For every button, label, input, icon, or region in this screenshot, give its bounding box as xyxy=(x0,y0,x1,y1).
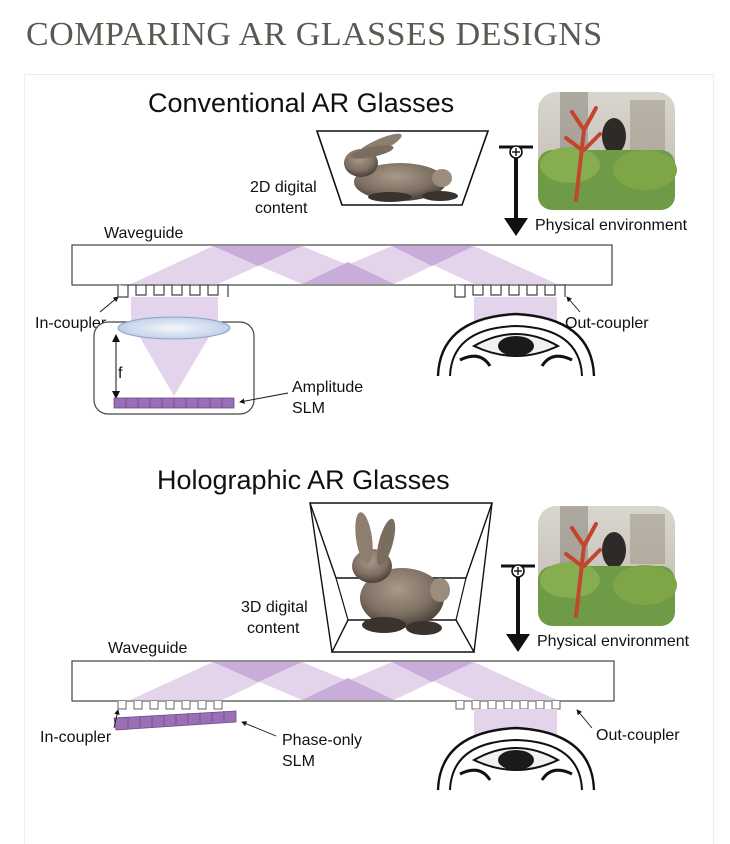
waveguide-light-paths-bottom xyxy=(130,662,557,700)
focal-length-label: f xyxy=(118,365,123,382)
holographic-title: Holographic AR Glasses xyxy=(157,465,450,495)
out-coupler-grating-bottom xyxy=(455,700,561,710)
in-coupler-label-bottom: In-coupler xyxy=(40,729,112,746)
content-2d-label-2: content xyxy=(255,200,308,217)
waveguide-bottom xyxy=(71,660,615,702)
waveguide-light-paths-top xyxy=(131,246,557,284)
physical-environment-photo-top xyxy=(538,92,677,210)
physical-environment-photo-bottom xyxy=(538,506,677,626)
bunny-2d-image xyxy=(344,133,458,202)
slm-label-top-2: SLM xyxy=(292,400,325,417)
in-coupler-grating-bottom xyxy=(117,700,223,710)
physical-environment-label-bottom: Physical environment xyxy=(537,633,690,650)
bunny-3d-image xyxy=(352,512,450,635)
eye-icon-bottom xyxy=(436,709,598,796)
in-coupler-grating-top xyxy=(117,284,229,298)
lens-icon xyxy=(117,316,231,340)
content-3d-label-1: 3D digital xyxy=(241,599,308,616)
slm-label-bottom-2: SLM xyxy=(282,753,315,770)
in-coupler-label-top: In-coupler xyxy=(35,315,107,332)
waveguide-label-bottom: Waveguide xyxy=(108,640,188,657)
slm-label-bottom-1: Phase-only xyxy=(282,732,362,749)
waveguide-label-top: Waveguide xyxy=(104,225,184,242)
physical-environment-label-top: Physical environment xyxy=(535,217,688,234)
waveguide-top xyxy=(71,244,613,286)
content-3d-label-2: content xyxy=(247,620,300,637)
phase-only-slm xyxy=(113,710,237,731)
out-coupler-label-top: Out-coupler xyxy=(565,315,649,332)
page-heading: COMPARING AR GLASSES DESIGNS xyxy=(26,16,603,53)
slm-label-top-1: Amplitude xyxy=(292,379,363,396)
out-coupler-label-bottom: Out-coupler xyxy=(596,727,680,744)
eye-icon-top xyxy=(436,297,598,382)
holographic-diagram: Holographic AR Glasses 3D digital conten… xyxy=(40,465,690,796)
conventional-diagram: Conventional AR Glasses 2D digital conte… xyxy=(35,88,688,417)
projected-light-cone xyxy=(131,322,218,396)
out-coupler-grating-top xyxy=(454,284,566,298)
conventional-title: Conventional AR Glasses xyxy=(148,88,454,118)
content-2d-label-1: 2D digital xyxy=(250,179,317,196)
